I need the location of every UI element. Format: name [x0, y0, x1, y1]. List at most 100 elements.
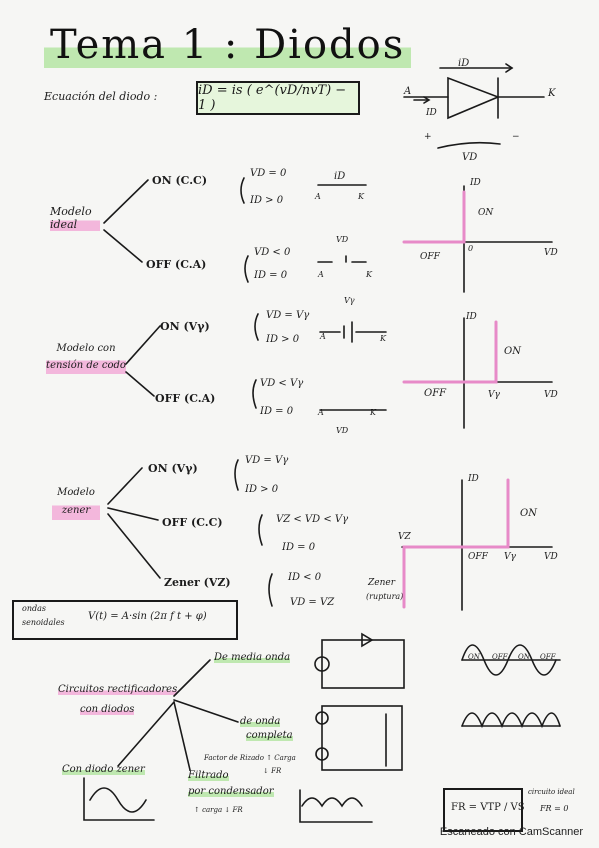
ideal-on-cond2: ID > 0 — [250, 195, 284, 206]
rect-center1: Circuitos rectificadores — [58, 684, 178, 695]
ideal-off-a: A — [318, 270, 324, 279]
ideal-arrow-off — [103, 229, 143, 263]
elbow-on-a: A — [320, 332, 326, 341]
zener-graph-vz: VZ — [398, 532, 411, 542]
elbow-off-cond1: VD < Vγ — [260, 378, 304, 389]
ideal-graph-origin: 0 — [468, 244, 474, 253]
wave-label-3: ON — [518, 653, 530, 661]
elbow-on-state: ON (Vγ) — [160, 320, 210, 333]
zener-off-state: OFF (C.C) — [162, 516, 223, 529]
rect-note1: Factor de Rizado ↑ Carga — [204, 754, 296, 762]
ideal-on-a: A — [315, 192, 321, 201]
elbow-graph-y: ID — [466, 312, 477, 322]
symbol-voltage: VD — [462, 152, 478, 163]
full-wave-output — [461, 712, 561, 729]
equation-label: Ecuación del diodo : — [44, 90, 158, 103]
elbow-on-vy: Vγ — [344, 296, 355, 305]
ideal-off-vd: VD — [336, 235, 349, 244]
zener-on-state: ON (Vγ) — [148, 462, 198, 475]
elbow-graph-x: VD — [544, 390, 558, 400]
wave-label-2: OFF — [492, 653, 508, 661]
ideal-model-label: Modelo ideal — [50, 205, 100, 231]
elbow-graph-on: ON — [504, 346, 521, 357]
zener-model-label: Modelo zener — [52, 484, 100, 520]
fr-formula: FR = VTP / VS — [451, 802, 525, 813]
wave-label-4: OFF — [540, 653, 556, 661]
ideal-graph-off: OFF — [420, 252, 440, 262]
ideal-on-cond1: VD = 0 — [250, 168, 287, 179]
ideal-on-id: iD — [334, 171, 346, 182]
rect-filter2: por condensador — [188, 786, 274, 797]
zener-graph-y: ID — [468, 474, 479, 484]
ideal-off-cond1: VD < 0 — [254, 247, 291, 258]
zener-on-cond1: VD = Vγ — [245, 455, 289, 466]
elbow-graph-off: OFF — [424, 388, 447, 399]
elbow-off-a: A — [318, 408, 324, 417]
elbow-model-label: Modelo con tensión de codo — [46, 340, 126, 374]
half-wave-circuit — [321, 639, 405, 689]
rect-zener: Con diodo zener — [62, 764, 145, 775]
zener-z-cond1: ID < 0 — [288, 572, 322, 583]
ideal-on-state: ON (C.C) — [152, 174, 208, 187]
symbol-id-small: ID — [426, 108, 437, 118]
zener-graph-on: ON — [520, 508, 537, 519]
zener-graph-x: VD — [544, 552, 558, 562]
elbow-off-k: K — [370, 408, 376, 417]
rect-note3: ↑ carga ↓ FR — [194, 806, 243, 814]
waves-label1: ondas — [22, 604, 46, 613]
ideal-off-k: K — [366, 270, 372, 279]
zener-note1: Zener — [368, 578, 396, 588]
ideal-note1: circuito ideal — [528, 788, 575, 796]
voltage-arc — [437, 141, 501, 149]
zener-off-cond1: VZ < VD < Vγ — [276, 514, 349, 525]
ideal-graph-y: ID — [470, 178, 481, 188]
scanner-footer: Escaneado con CamScanner — [439, 826, 583, 838]
ideal-off-state: OFF (C.A) — [146, 258, 207, 271]
zener-z-state: Zener (VZ) — [164, 576, 231, 589]
full-wave-circuit — [321, 705, 403, 771]
symbol-minus: − — [512, 132, 520, 142]
elbow-graph-vy: Vγ — [488, 390, 500, 400]
wave-label-1: ON — [468, 653, 480, 661]
elbow-off-cond2: ID = 0 — [260, 406, 294, 417]
symbol-current: iD — [458, 58, 470, 69]
zener-graph-vy: Vγ — [504, 552, 516, 562]
ideal-graph-on: ON — [478, 208, 494, 218]
rect-half: De media onda — [214, 652, 291, 663]
sine-waves-box: ondas senoidales V(t) = A·sin (2π f t + … — [12, 600, 238, 640]
rect-note2: ↓ FR — [263, 767, 282, 775]
diode-triangle — [447, 76, 501, 120]
rect-full1: de onda — [240, 716, 281, 727]
zener-output-wave — [89, 787, 147, 813]
symbol-plus: + — [424, 132, 432, 142]
equation-box: iD = is ( e^(vD/nvT) − 1 ) — [196, 81, 360, 115]
waves-formula: V(t) = A·sin (2π f t + φ) — [88, 611, 207, 622]
symbol-anode: A — [404, 86, 412, 97]
fr-formula-box: FR = VTP / VS — [443, 788, 525, 832]
elbow-off-state: OFF (C.A) — [155, 392, 216, 405]
symbol-cathode: K — [548, 88, 556, 99]
waves-label2: senoidales — [22, 618, 65, 627]
rect-full2: completa — [246, 730, 293, 741]
ideal-iv-curve — [402, 190, 466, 244]
zener-graph-off: OFF — [468, 552, 488, 562]
ideal-arrow-on — [103, 179, 149, 224]
ideal-note2: FR = 0 — [540, 804, 569, 813]
zener-note2: (ruptura) — [366, 592, 404, 601]
ideal-off-cond2: ID = 0 — [254, 270, 288, 281]
filter-output-wave — [301, 797, 363, 808]
elbow-off-vd: VD — [336, 426, 349, 435]
zener-iv-curve — [402, 478, 510, 609]
zener-on-cond2: ID > 0 — [245, 484, 279, 495]
page-title: Tema 1 : Diodos — [44, 22, 412, 68]
equation-formula: iD = is ( e^(vD/nvT) − 1 ) — [198, 83, 347, 113]
elbow-iv-curve — [402, 320, 498, 384]
ideal-on-k: K — [358, 192, 364, 201]
rect-filter1: Filtrado — [188, 770, 229, 781]
elbow-on-k: K — [380, 334, 386, 343]
rect-center2: con diodos — [80, 704, 135, 715]
zener-z-cond2: VD = VZ — [290, 597, 335, 608]
elbow-on-cond2: ID > 0 — [266, 334, 300, 345]
